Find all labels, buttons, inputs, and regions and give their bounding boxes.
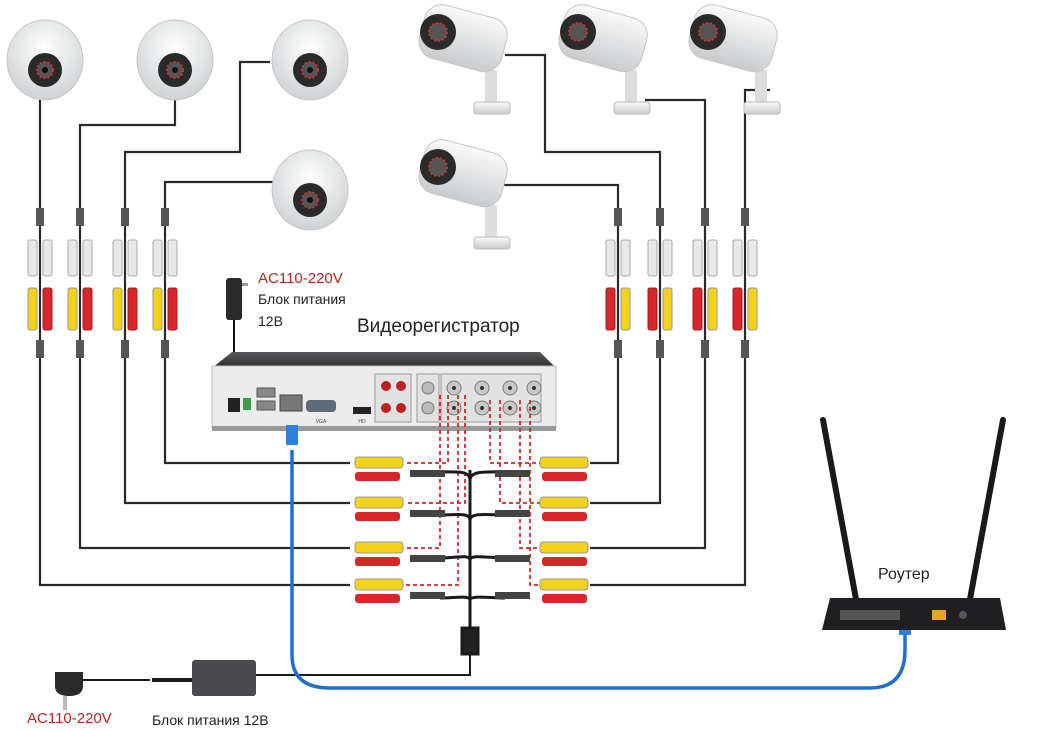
dome-cameras bbox=[6, 19, 349, 231]
signal-line-left bbox=[405, 395, 449, 464]
connector-set bbox=[732, 208, 758, 358]
bullet-camera bbox=[418, 4, 511, 115]
bullet-cameras bbox=[418, 4, 781, 250]
dvr-title: Видеорегистратор bbox=[357, 316, 520, 337]
signal-line-right bbox=[519, 400, 540, 549]
signal-line-left bbox=[405, 395, 466, 504]
router bbox=[820, 417, 1006, 630]
left-connector-pair bbox=[354, 456, 445, 481]
connector-set bbox=[27, 208, 53, 358]
cable-dome-1 bbox=[38, 95, 350, 587]
cable-dome-4 bbox=[163, 180, 350, 465]
cable-dome-3 bbox=[123, 60, 350, 505]
main-psu-voltage: AC110-220V bbox=[27, 710, 112, 727]
signal-line-left bbox=[405, 395, 459, 586]
hd-label: HD bbox=[358, 419, 366, 425]
dome-camera bbox=[271, 19, 349, 101]
dvr-unit: VGA HD bbox=[211, 352, 557, 431]
signal-line-left bbox=[405, 395, 441, 549]
connector-set bbox=[647, 208, 673, 358]
dome-camera bbox=[6, 19, 84, 101]
connector-set bbox=[152, 208, 178, 358]
main-psu-label: Блок питания 12В bbox=[152, 712, 269, 728]
left-connector-pair bbox=[354, 541, 445, 566]
signal-line-right bbox=[529, 400, 540, 586]
left-connector-pair bbox=[354, 496, 445, 521]
left-connector-pair bbox=[354, 578, 445, 603]
camera-connectors-at-dvr bbox=[354, 456, 589, 603]
right-connector-pair bbox=[495, 456, 589, 481]
dvr-psu-voltage: AC110-220V bbox=[258, 270, 343, 287]
bullet-camera bbox=[418, 139, 511, 250]
power-plug-icon bbox=[55, 672, 83, 696]
cable-bullet-2 bbox=[590, 98, 707, 550]
signal-line-right bbox=[499, 400, 540, 504]
bullet-camera bbox=[558, 4, 651, 115]
inline-connectors bbox=[27, 208, 758, 358]
cable-bullet-1 bbox=[505, 53, 662, 505]
main-power-supply bbox=[55, 660, 256, 710]
dc-power-port bbox=[228, 398, 240, 412]
right-connector-pair bbox=[495, 578, 589, 603]
dome-camera bbox=[271, 149, 349, 231]
vga-label: VGA bbox=[316, 419, 327, 425]
hdmi-port bbox=[353, 407, 371, 414]
dome-camera bbox=[136, 19, 214, 101]
vga-port bbox=[306, 400, 336, 412]
dvr-psu-label-line2: 12В bbox=[258, 313, 283, 329]
connector-set bbox=[67, 208, 93, 358]
connector-set bbox=[605, 208, 631, 358]
usb-port bbox=[256, 387, 276, 398]
lan-port bbox=[279, 394, 303, 412]
signal-line-right bbox=[489, 400, 540, 464]
connector-set bbox=[692, 208, 718, 358]
usb-port bbox=[256, 400, 276, 411]
right-connector-pair bbox=[495, 541, 589, 566]
connector-set bbox=[112, 208, 138, 358]
cable-bullet-4 bbox=[500, 183, 620, 465]
bullet-camera bbox=[688, 4, 781, 115]
right-connector-pair bbox=[495, 496, 589, 521]
video-signal-lines bbox=[405, 395, 540, 586]
dvr-psu-label-line1: Блок питания bbox=[258, 291, 346, 307]
router-title: Роутер bbox=[878, 566, 930, 583]
cable-dome-2 bbox=[78, 95, 350, 550]
